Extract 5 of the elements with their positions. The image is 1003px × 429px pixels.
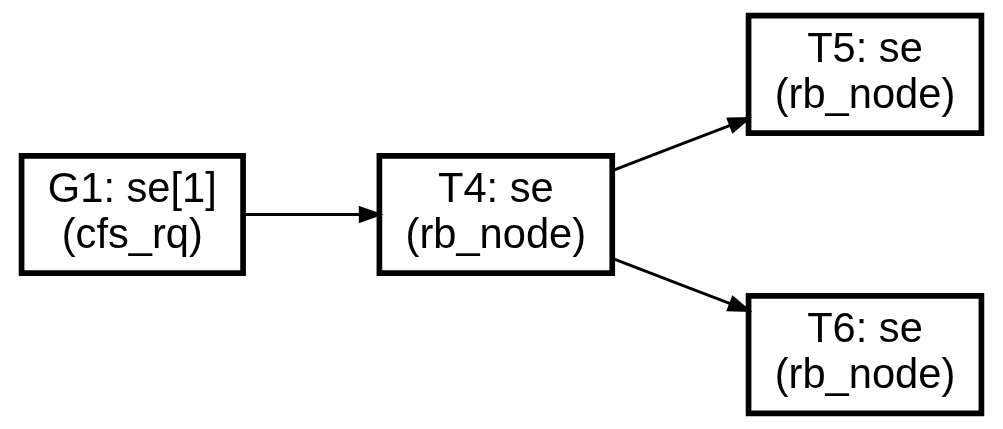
node-box: T4: se (rb_node) (376, 152, 616, 277)
node-box: T5: se (rb_node) (745, 12, 985, 136)
arrow (243, 205, 384, 224)
node-box: T6: se (rb_node) (745, 293, 985, 417)
node-box: G1: se[1] (cfs_rq) (18, 152, 246, 277)
